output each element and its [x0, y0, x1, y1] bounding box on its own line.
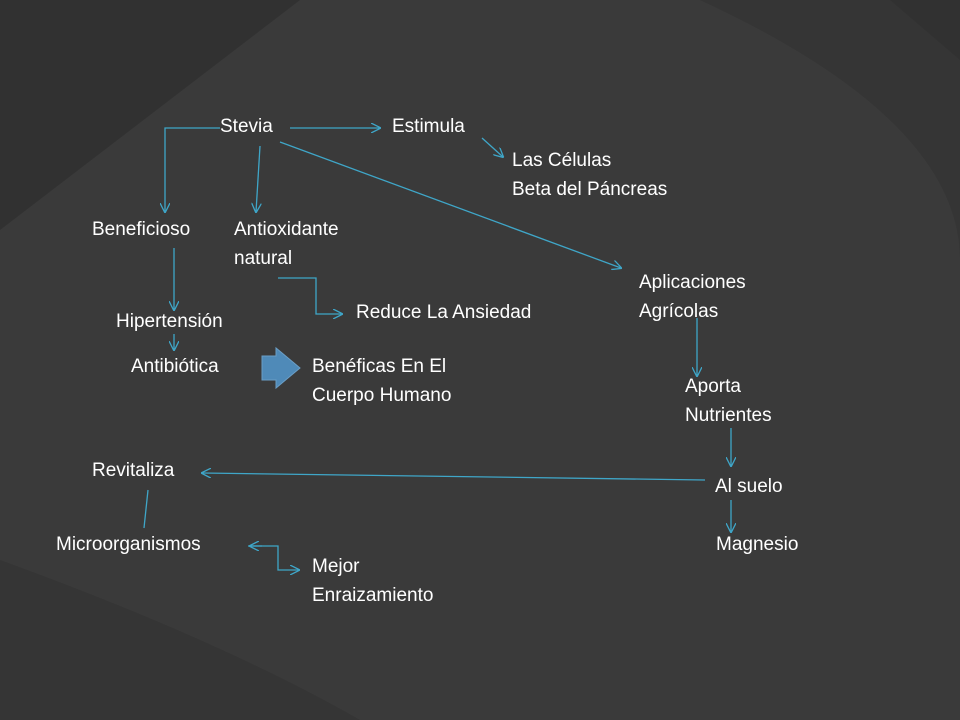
node-stevia: Stevia	[220, 116, 273, 137]
node-beneficas: Benéficas En El Cuerpo Humano	[312, 352, 451, 410]
edge-stevia-aplicaciones	[279, 141, 621, 268]
node-antioxidante-line-1: Antioxidante	[234, 219, 339, 240]
node-celulas-line-2: Beta del Páncreas	[512, 179, 668, 200]
edge-antioxidante-ansiedad	[278, 277, 342, 314]
node-enraizamiento: Mejor Enraizamiento	[312, 552, 433, 610]
node-revitaliza: Revitaliza	[92, 460, 175, 481]
node-aporta-line-2: Nutrientes	[685, 405, 772, 426]
node-enraizamiento-line-1: Mejor	[312, 556, 360, 577]
node-aplicaciones-line-2: Agrícolas	[639, 301, 719, 322]
edge-suelo-revitaliza	[202, 473, 706, 481]
node-beneficas-line-1: Benéficas En El	[312, 356, 447, 377]
edge-stevia-beneficioso	[165, 127, 220, 212]
node-beneficioso: Beneficioso	[92, 219, 191, 240]
node-magnesio: Magnesio	[716, 534, 799, 555]
node-suelo: Al suelo	[715, 476, 783, 497]
node-antibiotica: Antibiótica	[131, 356, 219, 377]
edge-stevia-antioxidante	[256, 145, 260, 212]
node-microorganismos: Microorganismos	[56, 534, 201, 555]
node-celulas-line-1: Las Células	[512, 150, 612, 171]
node-celulas: Las Células Beta del Páncreas	[512, 146, 667, 204]
node-aplicaciones: Aplicaciones Agrícolas	[639, 268, 746, 326]
node-aporta: Aporta Nutrientes	[685, 372, 772, 430]
node-hipertension: Hipertensión	[116, 311, 223, 332]
node-estimula: Estimula	[392, 116, 465, 137]
node-ansiedad: Reduce La Ansiedad	[356, 302, 532, 323]
edge-revitaliza-microorganismos	[143, 489, 149, 529]
edge-estimula-celulas	[481, 137, 503, 157]
node-aplicaciones-line-1: Aplicaciones	[639, 272, 746, 293]
node-antioxidante: Antioxidante natural	[234, 215, 339, 273]
node-aporta-line-1: Aporta	[685, 376, 741, 397]
node-enraizamiento-line-2: Enraizamiento	[312, 585, 434, 606]
block-arrow	[261, 346, 301, 390]
node-beneficas-line-2: Cuerpo Humano	[312, 385, 452, 406]
node-antioxidante-line-2: natural	[234, 248, 293, 269]
edge-microorganismos-enraizamiento	[248, 545, 299, 570]
